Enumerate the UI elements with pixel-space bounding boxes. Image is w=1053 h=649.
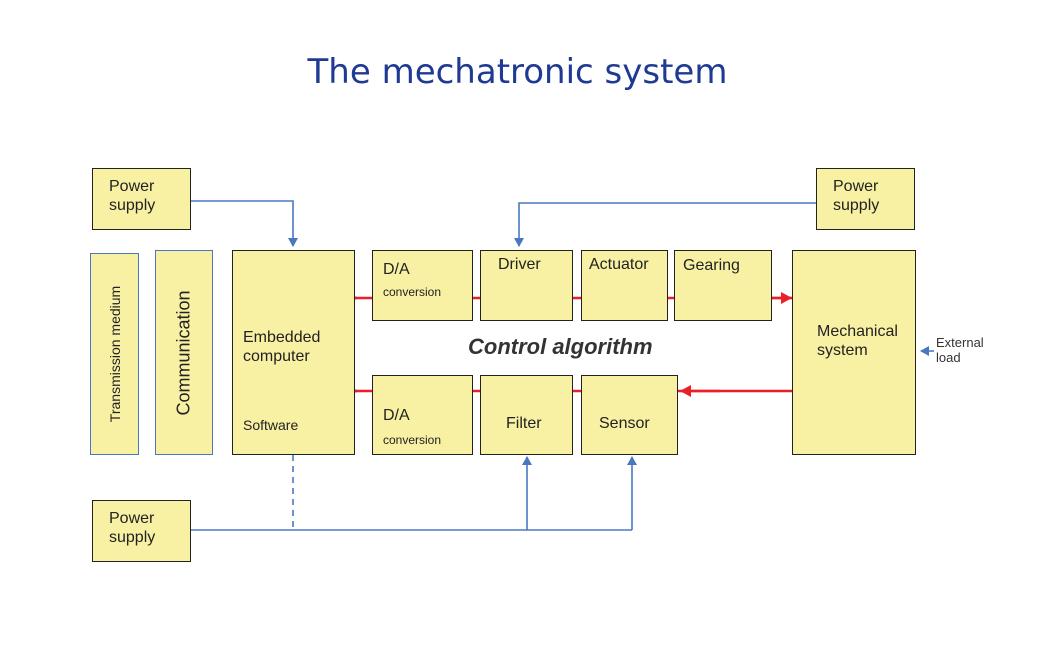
external-load-label: External load (936, 335, 984, 365)
da-conversion-bottom-box: D/A conversion (372, 375, 473, 455)
gearing-box: Gearing (674, 250, 772, 321)
da-conversion-top-box: D/A conversion (372, 250, 473, 321)
filter-label: Filter (506, 415, 542, 432)
mechanical-system-label: Mechanical system (817, 323, 898, 359)
driver-label: Driver (498, 256, 541, 273)
communication-box: Communication (155, 250, 213, 455)
conversion-label: conversion (383, 285, 442, 299)
mechanical-system-box: Mechanical system (792, 250, 916, 455)
power-line-driver (514, 202, 816, 247)
da-label: D/A (383, 261, 410, 278)
power-supply-top-left: Power supply (92, 168, 191, 230)
communication-label: Communication (173, 289, 194, 416)
sensor-label: Sensor (599, 415, 650, 432)
power-supply-label: Power supply (109, 178, 156, 214)
sensor-box: Sensor (581, 375, 678, 455)
control-algorithm-label: Control algorithm (468, 334, 653, 359)
software-label: Software (243, 417, 299, 433)
power-supply-top-right: Power supply (816, 168, 915, 230)
transmission-medium-box: Transmission medium (90, 253, 139, 455)
diagram-title: The mechatronic system (307, 52, 728, 92)
transmission-medium-label: Transmission medium (106, 285, 123, 423)
embedded-computer-label: Embedded computer (243, 329, 321, 365)
driver-box: Driver (480, 250, 573, 321)
actuator-box: Actuator (581, 250, 668, 321)
power-supply-label: Power supply (109, 510, 156, 546)
power-supply-bottom: Power supply (92, 500, 191, 562)
conversion-label: conversion (383, 433, 442, 447)
da-label: D/A (383, 407, 410, 424)
power-supply-label: Power supply (833, 178, 880, 214)
power-line-computer (190, 200, 298, 247)
embedded-computer-box: Embedded computer Software (232, 250, 355, 455)
gearing-label: Gearing (683, 257, 740, 274)
filter-box: Filter (480, 375, 573, 455)
actuator-label: Actuator (589, 256, 649, 273)
